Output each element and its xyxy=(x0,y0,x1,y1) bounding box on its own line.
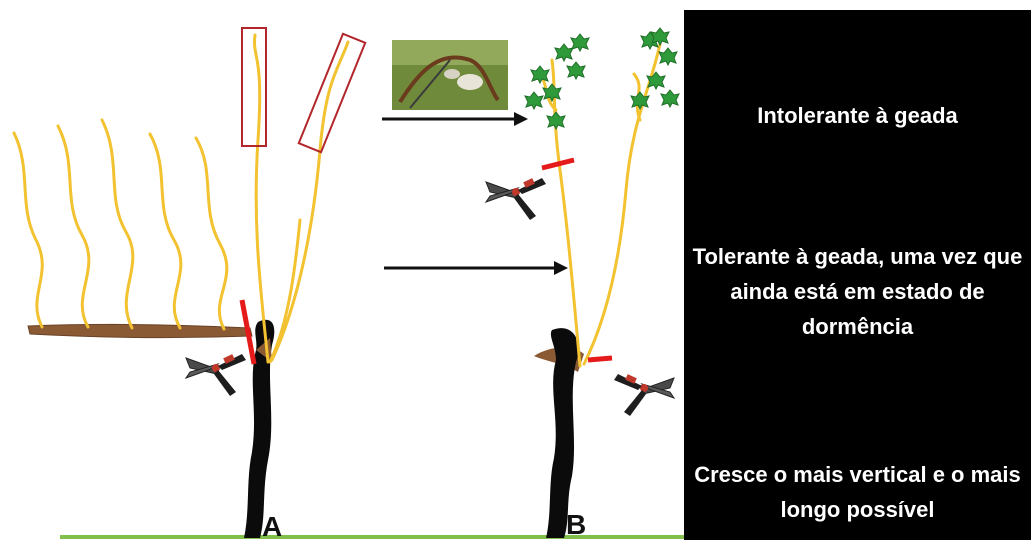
vine-b: B xyxy=(486,28,679,540)
note-frost-tolerant: Tolerante à geada, uma vez que ainda est… xyxy=(684,239,1031,344)
leaves-left-shoot xyxy=(525,34,589,129)
inset-photo xyxy=(392,40,508,110)
old-cordon-arm xyxy=(28,324,252,337)
label-a: A xyxy=(262,511,282,540)
highlight-box-a2 xyxy=(299,34,365,152)
pruning-shears-icon xyxy=(614,374,674,416)
note-growth: Cresce o mais vertical e o mais longo po… xyxy=(684,457,1031,527)
vine-a: A xyxy=(14,28,365,540)
arrow-right-icon xyxy=(382,112,528,126)
notes-panel: Intolerante à geada Tolerante à geada, u… xyxy=(684,10,1031,540)
note-frost-intolerant: Intolerante à geada xyxy=(684,98,1031,133)
label-b: B xyxy=(566,509,586,540)
old-canes xyxy=(14,120,227,329)
pruning-shears-icon xyxy=(486,178,546,220)
diagram-canvas: A xyxy=(0,0,684,540)
cut-mark-b-lower xyxy=(588,358,612,360)
new-canes-a xyxy=(255,35,348,362)
pruning-shears-icon xyxy=(186,354,246,396)
arrow-right-icon xyxy=(384,261,568,275)
